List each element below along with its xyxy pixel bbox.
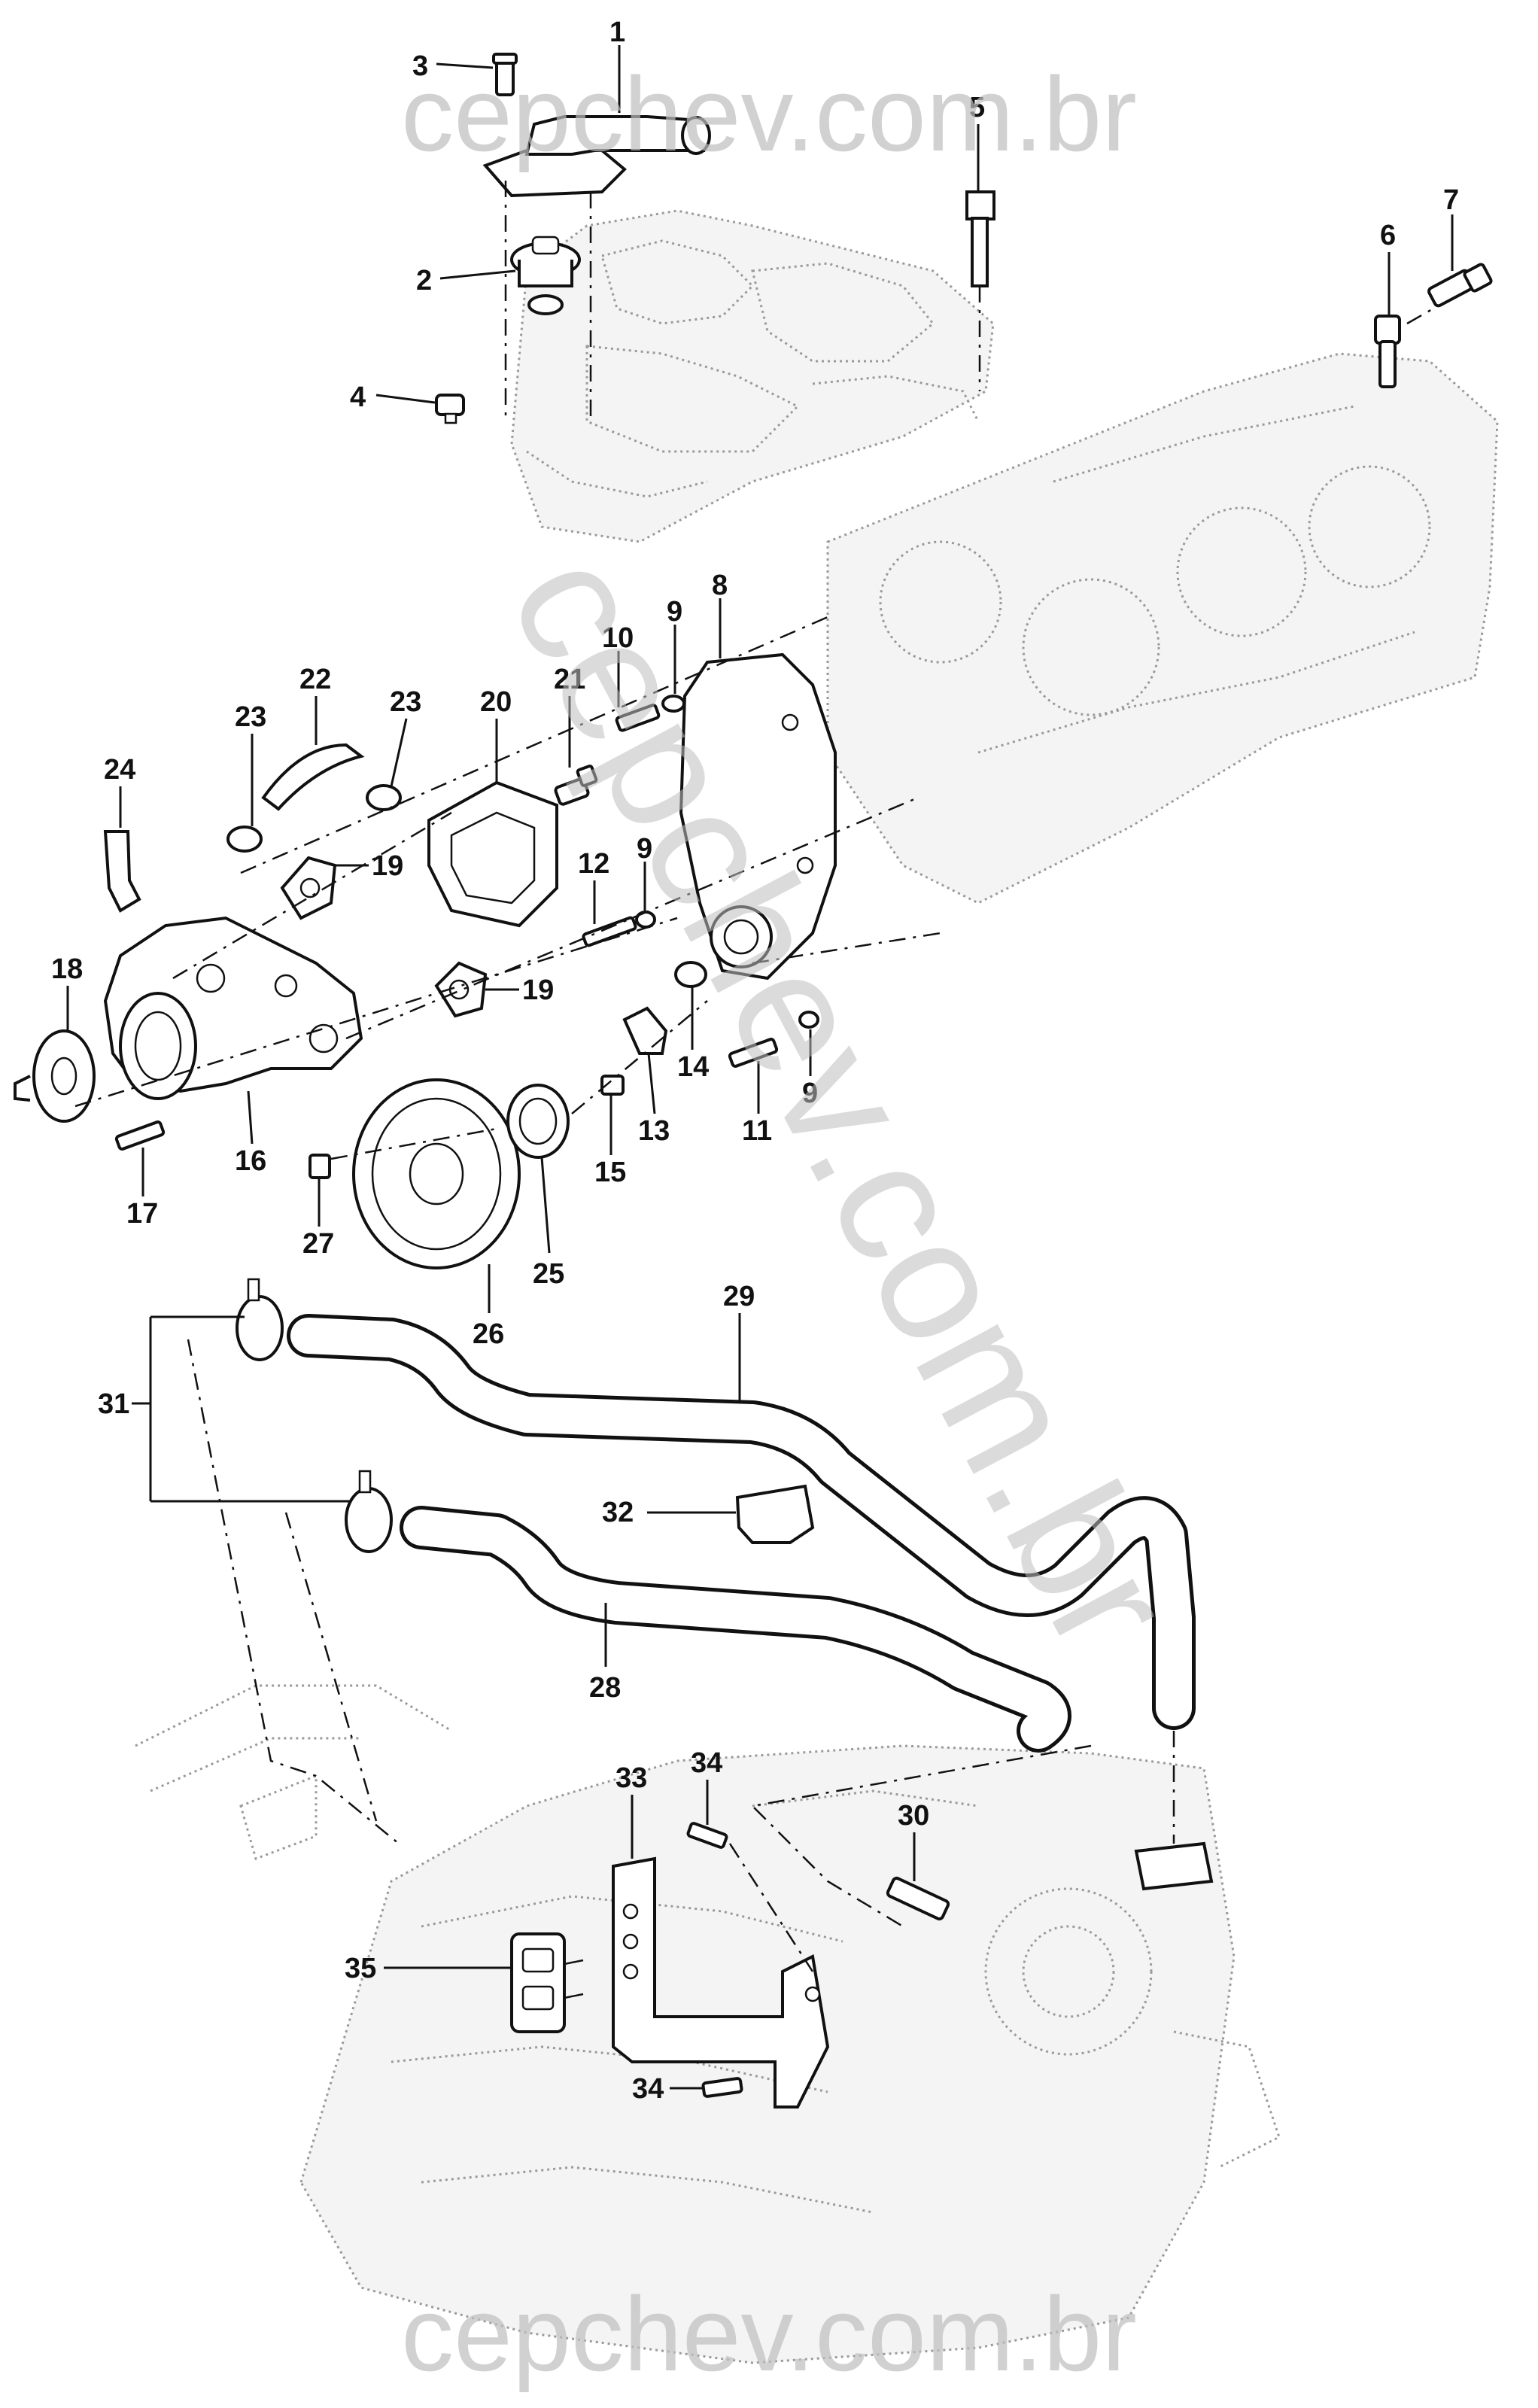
sensor-30-part xyxy=(886,1876,950,1921)
engine-block-top-ghost xyxy=(510,209,995,543)
callout-33: 33 xyxy=(616,1762,647,1794)
callout-19-right: 19 xyxy=(522,974,554,1006)
callout-9-low: 9 xyxy=(802,1078,818,1109)
callout-3: 3 xyxy=(412,50,428,82)
frame-rail-ghost xyxy=(135,1684,452,1860)
gasket-19-right-part xyxy=(434,961,488,1018)
callout-31: 31 xyxy=(98,1388,129,1420)
front-seal-25-part xyxy=(506,1084,570,1159)
radiator-outlet-part xyxy=(1134,1841,1214,1891)
seal-14-part xyxy=(674,961,707,988)
callout-15: 15 xyxy=(594,1157,626,1188)
thermostat-outlet-part xyxy=(482,115,711,421)
bolt-3-part xyxy=(492,53,518,96)
bolt-11-part xyxy=(728,1038,779,1068)
bypass-hose-22-part xyxy=(261,743,365,811)
assembly-lines-middle xyxy=(74,616,941,1160)
callout-6: 6 xyxy=(1380,220,1396,251)
bolt-34-upper-part xyxy=(686,1822,728,1849)
callout-10: 10 xyxy=(602,622,634,654)
thermostat-part xyxy=(510,236,581,315)
bolt-21-part xyxy=(554,765,598,806)
fitting-24-part xyxy=(103,830,141,913)
callout-7: 7 xyxy=(1443,184,1459,216)
callout-21: 21 xyxy=(554,664,585,695)
clamp-23-right-part xyxy=(366,784,402,811)
bolt-15-part xyxy=(600,1075,625,1096)
callout-30: 30 xyxy=(898,1800,929,1832)
module-35-part xyxy=(510,1932,584,2033)
gasket-19-left-part xyxy=(280,856,337,920)
callout-9-top: 9 xyxy=(667,596,682,628)
bolt-12-part xyxy=(582,916,637,947)
callout-34-lower: 34 xyxy=(632,2073,664,2105)
assembly-lines-lower xyxy=(187,1339,1175,1972)
callout-22: 22 xyxy=(299,664,331,695)
bolt-17-part xyxy=(114,1120,166,1151)
callout-9-mid: 9 xyxy=(637,833,652,865)
callout-29: 29 xyxy=(723,1281,755,1312)
clamp-23-left-part xyxy=(226,825,263,853)
damper-pulley-26-part xyxy=(352,1078,521,1269)
callout-14: 14 xyxy=(677,1051,709,1083)
callout-25: 25 xyxy=(533,1258,564,1290)
callout-2: 2 xyxy=(416,265,432,296)
hose-clamp-31-lower-part xyxy=(345,1470,393,1553)
fitting-7-part xyxy=(1406,263,1493,325)
hose-clip-32-part xyxy=(735,1484,815,1544)
callout-24: 24 xyxy=(104,754,135,786)
callout-1: 1 xyxy=(609,17,625,48)
callout-18: 18 xyxy=(51,953,83,985)
callout-35: 35 xyxy=(345,1953,376,1984)
callout-19-left: 19 xyxy=(372,850,403,882)
callout-20: 20 xyxy=(480,686,512,718)
sensor-4-part xyxy=(435,394,465,424)
washer-9-low-part xyxy=(798,1011,819,1029)
callout-12: 12 xyxy=(578,848,609,880)
pulley-hub-18-part xyxy=(14,1029,96,1123)
lower-radiator-hose-28-part xyxy=(400,1506,1071,1753)
callout-23-left: 23 xyxy=(235,701,266,733)
key-27-part xyxy=(309,1154,331,1179)
stud-5-part xyxy=(965,190,995,391)
callout-26: 26 xyxy=(473,1318,504,1350)
callout-28: 28 xyxy=(589,1672,621,1704)
callout-labels: 1 2 3 4 5 6 7 8 9 9 9 10 11 12 13 14 15 … xyxy=(51,17,1459,2105)
callout-16: 16 xyxy=(235,1145,266,1177)
callout-5: 5 xyxy=(969,92,985,123)
callout-32: 32 xyxy=(602,1497,634,1528)
watermark-bottom: cepchev.com.br xyxy=(401,2275,1137,2393)
bracket-13-part xyxy=(622,1006,668,1055)
watermark-top: cepchev.com.br xyxy=(401,55,1137,173)
hose-clamp-31-upper-part xyxy=(236,1278,284,1361)
water-pump-16-part xyxy=(103,916,363,1100)
callout-8: 8 xyxy=(712,570,728,601)
callout-11: 11 xyxy=(742,1115,772,1147)
front-cover-8-part xyxy=(679,652,837,981)
callout-17: 17 xyxy=(126,1198,158,1230)
callout-4: 4 xyxy=(350,382,366,413)
bolt-34-lower-part xyxy=(701,2077,743,2098)
leader-lines xyxy=(66,45,1454,2090)
callout-23-right: 23 xyxy=(390,686,421,718)
fitting-6-part xyxy=(1374,315,1401,388)
callout-27: 27 xyxy=(302,1228,334,1260)
upper-radiator-hose-29-part xyxy=(287,1314,1196,1730)
callout-31-bracket xyxy=(132,1315,350,1503)
gasket-20-part xyxy=(427,780,558,928)
bracket-33-part xyxy=(612,1856,830,2109)
callout-13: 13 xyxy=(638,1115,670,1147)
washer-9-top-part xyxy=(661,695,685,713)
bolt-10-part xyxy=(615,704,661,732)
callout-34-upper: 34 xyxy=(691,1747,722,1779)
engine-block-right-ghost xyxy=(826,352,1499,905)
